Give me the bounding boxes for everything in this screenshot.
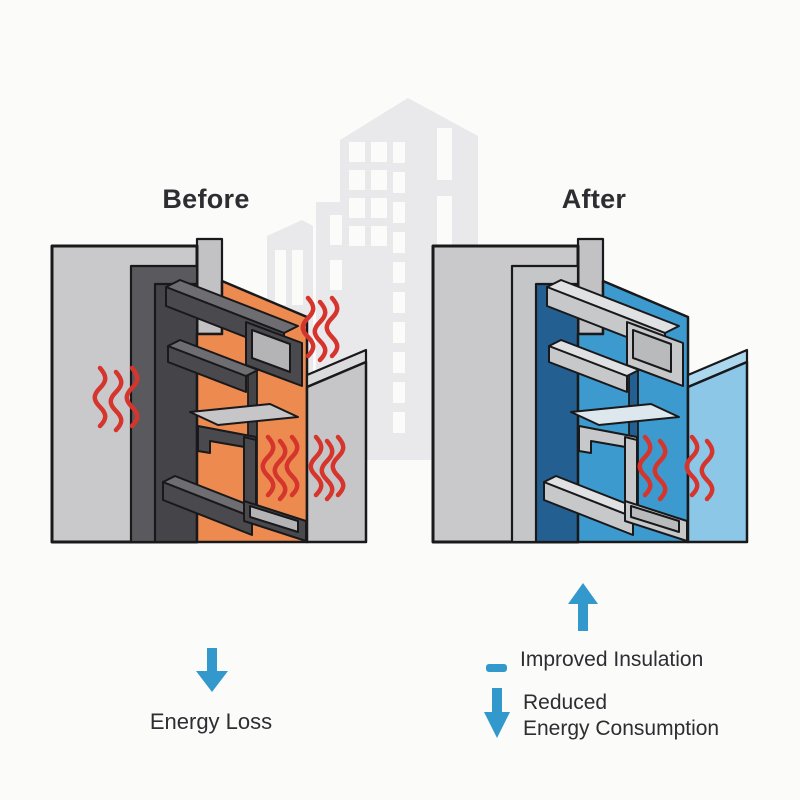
after-diagram xyxy=(431,237,749,544)
reduced-label-line1: Reduced xyxy=(523,691,608,714)
improved-insulation-label: Improved Insulation xyxy=(520,648,704,671)
insulation-dash-icon xyxy=(486,664,507,672)
reduced-label-line2: Energy Consumption xyxy=(523,717,720,740)
energy-loss-caption: Energy Loss xyxy=(149,709,273,734)
reduced-consumption-down-arrow-icon xyxy=(484,688,510,738)
after-title: After xyxy=(561,184,627,214)
improvement-up-arrow-icon xyxy=(568,583,598,631)
energy-loss-down-arrow-icon xyxy=(196,648,228,692)
before-title: Before xyxy=(162,184,250,214)
